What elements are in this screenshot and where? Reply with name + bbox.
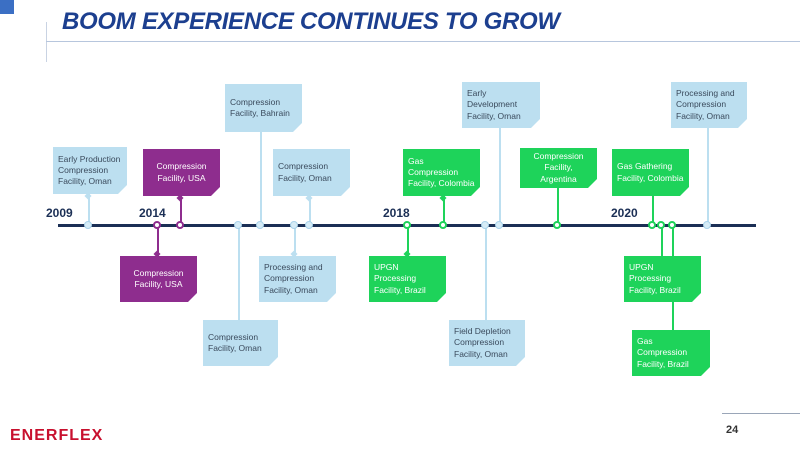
milestone-label: Gas Gathering Facility, Colombia — [617, 161, 684, 183]
milestone-gas-gathering-colombia: Gas Gathering Facility, Colombia — [612, 149, 689, 196]
milestone-label: Processing and Compression Facility, Oma… — [264, 262, 323, 295]
milestone-label: Compression Facility, Argentina — [533, 151, 584, 184]
milestone-label: Compression Facility, USA — [156, 161, 207, 183]
title-divider — [46, 22, 47, 62]
timeline-marker — [256, 221, 264, 229]
connector — [485, 225, 487, 320]
milestone-label: Early Production Compression Facility, O… — [58, 153, 121, 187]
timeline-marker — [481, 221, 489, 229]
timeline-marker — [495, 221, 503, 229]
milestone-label: Early Development Facility, Oman — [467, 88, 521, 121]
connector — [407, 225, 409, 256]
year-label-2014: 2014 — [139, 206, 166, 220]
timeline-marker — [290, 221, 298, 229]
connector — [309, 196, 311, 225]
connector — [557, 188, 559, 225]
milestone-upgn-brazil-1: UPGN Processing Facility, Brazil — [369, 256, 446, 302]
year-label-2018: 2018 — [383, 206, 410, 220]
title-rule — [46, 41, 800, 42]
connector — [652, 196, 654, 225]
connector — [499, 128, 501, 225]
timeline-marker — [234, 221, 242, 229]
year-label-2009: 2009 — [46, 206, 73, 220]
connector — [238, 225, 240, 320]
milestone-compression-usa-top: Compression Facility, USA — [143, 149, 220, 196]
milestone-label: Processing and Compression Facility, Oma… — [676, 88, 735, 121]
milestone-label: UPGN Processing Facility, Brazil — [374, 262, 426, 295]
connector — [294, 225, 296, 256]
timeline-marker — [648, 221, 656, 229]
milestone-label: Compression Facility, USA — [133, 267, 184, 289]
milestone-compression-oman-top: Compression Facility, Oman — [273, 149, 350, 196]
timeline-marker — [305, 221, 313, 229]
milestone-early-production-oman: Early Production Compression Facility, O… — [53, 147, 127, 194]
milestone-label: Field Depletion Compression Facility, Om… — [454, 326, 511, 359]
milestone-early-development-oman: Early Development Facility, Oman — [462, 82, 540, 128]
milestone-label: Compression Facility, Bahrain — [230, 96, 290, 118]
milestone-compression-bahrain: Compression Facility, Bahrain — [225, 84, 302, 132]
connector — [88, 194, 90, 225]
enerflex-logo: ENERFLEX — [10, 427, 104, 444]
timeline-marker — [703, 221, 711, 229]
corner-accent — [0, 0, 14, 14]
timeline-marker — [153, 221, 161, 229]
timeline-marker — [403, 221, 411, 229]
milestone-label: Compression Facility, Oman — [278, 161, 332, 183]
timeline-marker — [668, 221, 676, 229]
milestone-processing-compression-oman-top: Processing and Compression Facility, Oma… — [671, 82, 747, 128]
year-label-2020: 2020 — [611, 206, 638, 220]
connector — [260, 132, 262, 225]
milestone-field-depletion-oman: Field Depletion Compression Facility, Om… — [449, 320, 525, 366]
page-title: BOOM EXPERIENCE CONTINUES TO GROW — [62, 8, 560, 35]
timeline-marker — [84, 221, 92, 229]
milestone-compression-oman-bottom: Compression Facility, Oman — [203, 320, 278, 366]
footer-rule — [722, 413, 800, 414]
connector — [180, 196, 182, 225]
milestone-upgn-brazil-2: UPGN Processing Facility, Brazil — [624, 256, 701, 302]
connector — [157, 225, 159, 256]
milestone-label: UPGN Processing Facility, Brazil — [629, 262, 681, 295]
timeline-marker — [439, 221, 447, 229]
connector — [661, 225, 663, 256]
milestone-compression-usa-bottom: Compression Facility, USA — [120, 256, 197, 302]
page-number: 24 — [726, 424, 739, 436]
milestone-label: Compression Facility, Oman — [208, 331, 262, 353]
connector — [707, 128, 709, 225]
milestone-gas-compression-colombia: Gas Compression Facility, Colombia — [403, 149, 480, 196]
milestone-processing-compression-oman-bottom: Processing and Compression Facility, Oma… — [259, 256, 336, 302]
timeline-marker — [176, 221, 184, 229]
timeline-marker — [657, 221, 665, 229]
milestone-compression-argentina: Compression Facility, Argentina — [520, 148, 597, 188]
timeline-marker — [553, 221, 561, 229]
milestone-gas-compression-brazil: Gas Compression Facility, Brazil — [632, 330, 710, 376]
connector — [443, 196, 445, 225]
milestone-label: Gas Compression Facility, Colombia — [408, 155, 475, 189]
milestone-label: Gas Compression Facility, Brazil — [637, 336, 689, 369]
